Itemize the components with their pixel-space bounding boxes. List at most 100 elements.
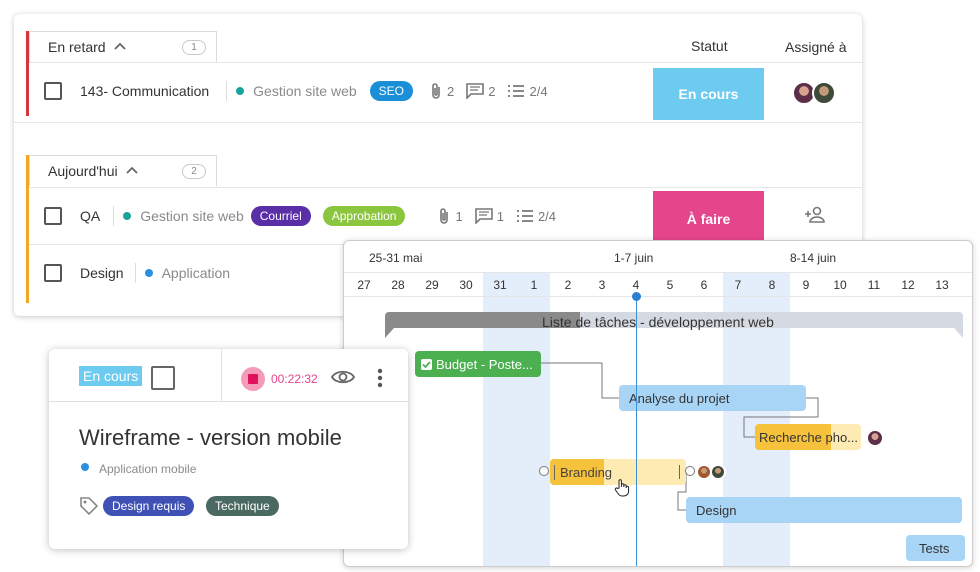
tag-icon — [79, 496, 99, 521]
day-label: 5 — [666, 278, 674, 292]
avatar[interactable] — [812, 81, 836, 105]
project-color-dot — [144, 269, 153, 277]
day-label: 30 — [459, 278, 473, 292]
gantt-bar-tests[interactable]: Tests — [906, 535, 965, 561]
task-name[interactable]: Design — [80, 265, 124, 281]
status-badge[interactable]: En cours — [79, 366, 143, 386]
comments-count[interactable]: 2 — [466, 83, 495, 99]
tag-seo[interactable]: SEO — [369, 81, 414, 101]
group-count-badge: 2 — [182, 164, 206, 179]
divider — [134, 263, 136, 283]
assignee-column-header: Assigné à — [785, 39, 847, 55]
day-label: 10 — [833, 278, 847, 292]
divider — [221, 349, 222, 401]
task-row[interactable]: QA Gestion site web Courriel Approbation… — [29, 187, 862, 244]
checklist-icon — [508, 85, 525, 97]
day-label: 8 — [768, 278, 776, 292]
group-header-overdue[interactable]: En retard 1 — [29, 31, 217, 62]
task-checkbox[interactable] — [44, 264, 62, 282]
link-handle-right[interactable] — [685, 466, 695, 476]
project-name[interactable]: Gestion site web — [253, 83, 357, 99]
day-label: 12 — [901, 278, 915, 292]
tag-design-requis[interactable]: Design requis — [103, 496, 195, 516]
attachments-count[interactable]: 2 — [429, 82, 454, 100]
project-name[interactable]: Application — [161, 265, 231, 281]
group-title: Aujourd'hui — [48, 163, 118, 179]
gantt-bar-recherche[interactable]: Recherche pho... — [755, 424, 861, 450]
divider — [49, 401, 408, 402]
bar-progress — [755, 424, 831, 450]
gantt-bar-branding[interactable]: Branding — [550, 459, 686, 485]
overdue-group-marker — [26, 31, 29, 116]
status-column-header: Statut — [691, 38, 728, 54]
attachments-value: 1 — [455, 208, 463, 224]
chevron-up-icon[interactable] — [113, 41, 126, 53]
group-bar-left-cap — [385, 328, 394, 338]
tag-courriel[interactable]: Courriel — [250, 206, 311, 226]
project-name[interactable]: Gestion site web — [140, 208, 244, 224]
today-marker — [632, 292, 641, 301]
week-label: 1-7 juin — [614, 251, 654, 265]
divider — [226, 81, 228, 101]
hand-cursor-icon — [614, 479, 630, 502]
day-label: 28 — [391, 278, 405, 292]
gantt-bar-design[interactable]: Design — [686, 497, 962, 523]
gantt-bar-analyse[interactable]: Analyse du projet — [619, 385, 806, 411]
task-row[interactable]: 143- Communication Gestion site web SEO … — [29, 62, 862, 119]
group-header-today[interactable]: Aujourd'hui 2 — [29, 155, 217, 186]
add-assignee-icon[interactable] — [804, 206, 826, 229]
day-label: 29 — [425, 278, 439, 292]
link-handle-left[interactable] — [539, 466, 549, 476]
task-checkbox[interactable] — [44, 207, 62, 225]
checklist-count[interactable]: 2/4 — [516, 209, 556, 224]
today-line — [636, 297, 637, 566]
dependency-lines — [540, 362, 819, 511]
day-label: 9 — [802, 278, 810, 292]
day-label: 7 — [734, 278, 742, 292]
gantt-panel: 25-31 mai 1-7 juin 8-14 juin 27 28 29 30… — [343, 240, 973, 567]
task-checkbox[interactable] — [151, 366, 175, 390]
day-label: 3 — [598, 278, 606, 292]
checklist-icon — [516, 210, 533, 222]
group-progress — [385, 312, 580, 328]
checklist-value: 2/4 — [537, 208, 557, 224]
day-label: 11 — [867, 278, 881, 292]
paperclip-icon — [432, 83, 440, 99]
bar-label: Recherche pho... — [759, 429, 859, 445]
eye-icon[interactable] — [330, 369, 356, 390]
checklist-count[interactable]: 2/4 — [507, 83, 548, 99]
resize-handle[interactable] — [679, 465, 680, 479]
task-detail-card: En cours 00:22:32 Wireframe - version mo… — [49, 349, 408, 549]
task-name[interactable]: QA — [80, 208, 101, 224]
checklist-value: 2/4 — [529, 83, 548, 99]
comment-icon — [466, 83, 485, 99]
today-group-marker — [26, 155, 29, 303]
bar-label: Analyse du projet — [629, 390, 730, 406]
task-checkbox[interactable] — [44, 82, 62, 100]
project-name[interactable]: Application mobile — [99, 462, 197, 476]
stop-icon — [248, 374, 258, 384]
divider — [344, 296, 972, 297]
comments-count[interactable]: 1 — [474, 208, 504, 224]
stop-timer-button[interactable] — [241, 367, 265, 391]
avatar[interactable] — [710, 464, 726, 480]
status-badge[interactable]: À faire — [653, 191, 764, 247]
divider — [14, 122, 862, 123]
day-label: 27 — [357, 278, 371, 292]
day-header: 27 28 29 30 31 1 2 3 4 5 6 7 8 9 10 11 1… — [347, 278, 959, 292]
assignee-avatars[interactable] — [792, 81, 840, 107]
task-title[interactable]: Wireframe - version mobile — [79, 425, 342, 450]
tag-technique[interactable]: Technique — [206, 496, 279, 516]
task-name[interactable]: 143- Communication — [80, 83, 210, 99]
day-label: 6 — [700, 278, 708, 292]
attachments-count[interactable]: 1 — [437, 207, 463, 225]
divider — [113, 206, 115, 226]
project-color-dot — [123, 212, 132, 220]
tag-approbation[interactable]: Approbation — [322, 206, 406, 226]
week-label: 8-14 juin — [790, 251, 837, 265]
avatar[interactable] — [866, 429, 884, 447]
chevron-up-icon[interactable] — [125, 165, 138, 177]
gantt-bar-budget[interactable]: Budget - Poste... — [415, 351, 541, 377]
more-options-icon[interactable] — [377, 368, 383, 393]
status-badge[interactable]: En cours — [653, 68, 764, 120]
